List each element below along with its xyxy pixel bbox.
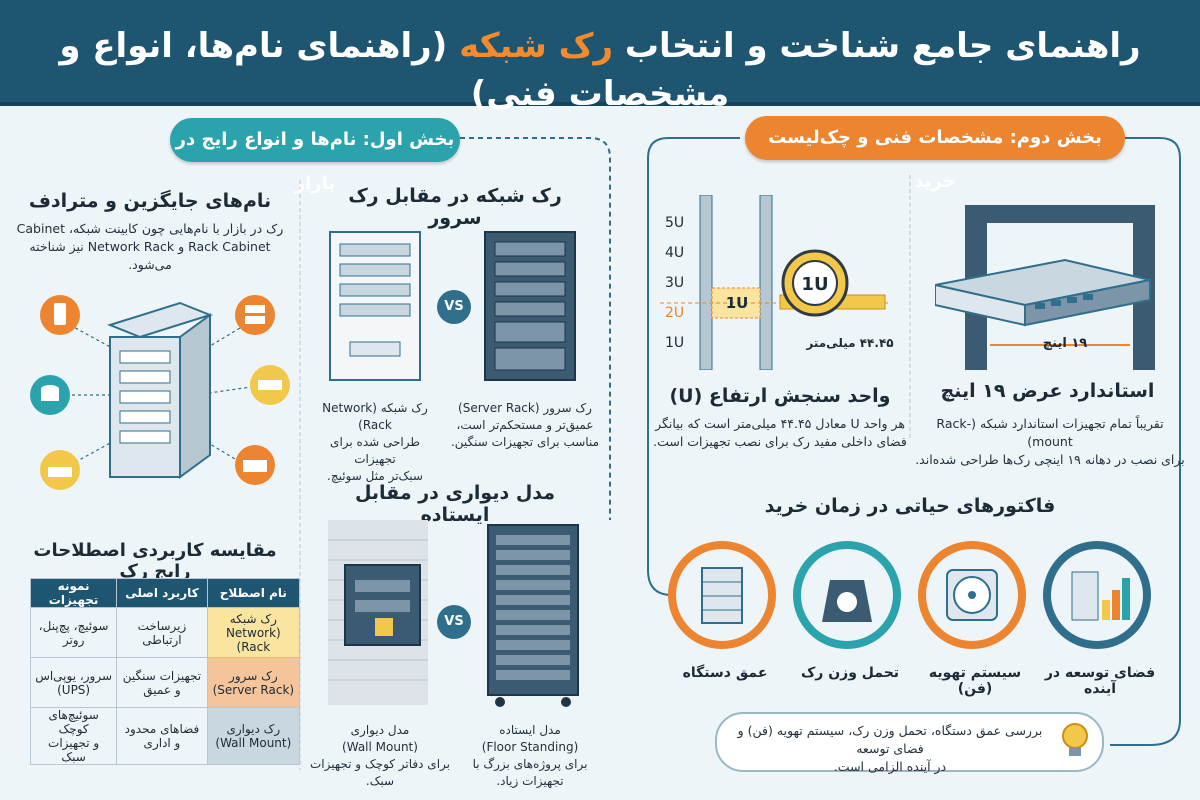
- callout-text-1: بررسی عمق دستگاه، تحمل وزن رک، سیستم تهو…: [737, 723, 1043, 756]
- server-rack-caption-1: رک سرور (Server Rack): [458, 401, 592, 415]
- wall-mount-caption-1: مدل دیواری: [350, 723, 410, 737]
- u-label-5: 5U: [665, 215, 685, 231]
- wall-vs-floor-heading: مدل دیواری در مقابل ایستاده: [354, 482, 556, 526]
- table-row: رک شبکه(Network Rack) زیرساخت ارتباطی سو…: [29, 607, 301, 658]
- callout-text-2: در آینده الزامی است.: [833, 759, 947, 774]
- section1-pill: بخش اول: نام‌ها و انواع رایج در بازار: [170, 118, 460, 194]
- table-cell-term: رک سرور(Server Rack): [206, 657, 301, 708]
- width-text-2: برای نصب در دهانه ۱۹ اینچی رک‌ها طراحی ش…: [915, 452, 1185, 467]
- tape-measure-label: 1U: [801, 274, 829, 295]
- table-header-term: نام اصطلاح: [206, 578, 301, 608]
- table-header-row: نام اصطلاح کاربرد اصلی نمونه تجهیزات: [29, 578, 301, 608]
- vs-badge-2: VS: [437, 605, 471, 639]
- rack-unit-illustration: [660, 195, 890, 370]
- factors-heading: فاکتورهای حیاتی در زمان خرید: [764, 495, 1056, 517]
- title-highlight: رک شبکه: [459, 26, 614, 66]
- table-header-example: نمونه تجهیزات: [29, 578, 118, 608]
- network-rack-caption-2: طراحی شده برای تجهیزات: [330, 435, 420, 466]
- factor-label-weight: تحمل وزن رک: [800, 665, 900, 681]
- factor-label-depth: عمق دستگاه: [682, 665, 768, 681]
- depth-icon: [701, 567, 743, 624]
- u-label-3: 3U: [665, 275, 685, 291]
- floor-standing-illustration: [487, 524, 579, 707]
- network-vs-server-heading: رک شبکه در مقابل رک سرور: [348, 185, 562, 229]
- network-rack-illustration: [329, 231, 421, 381]
- growth-icon: [1071, 571, 1130, 621]
- rack-synonyms-illustration: [30, 295, 290, 490]
- summary-callout: [715, 712, 1104, 772]
- lightbulb-icon: [1062, 723, 1088, 756]
- nineteen-inch-rack-illustration: [935, 205, 1155, 370]
- floor-standing-caption-3: برای پروژه‌های بزرگ با تجهیزات زیاد.: [472, 757, 588, 788]
- factor-label-ventilation: سیستم تهویه (فن): [928, 665, 1022, 697]
- comparison-table: نام اصطلاح کاربرد اصلی نمونه تجهیزات رک …: [29, 578, 301, 765]
- synonyms-heading: نام‌های جایگزین و مترادف: [28, 190, 272, 212]
- u-measure-value: ۴۴.۴۵ میلی‌متر: [806, 336, 894, 350]
- page-title: راهنمای جامع شناخت و انتخاب رک شبکه (راه…: [59, 26, 1141, 114]
- width-measure-value: ۱۹ اینچ: [1042, 336, 1088, 351]
- section2-pill: بخش دوم: مشخصات فنی و چک‌لیست خرید: [745, 116, 1125, 192]
- table-cell-term: رک شبکه(Network Rack): [206, 607, 301, 658]
- u-label-1: 1U: [665, 335, 685, 351]
- synonyms-text-line2: Rack Cabinet و Network Rack نیز شناخته م…: [29, 239, 271, 272]
- fan-icon: [946, 569, 998, 621]
- width-heading: استاندارد عرض ۱۹ اینچ: [940, 380, 1155, 402]
- server-rack-caption-3: مناسب برای تجهیزات سنگین.: [450, 435, 600, 449]
- network-rack-caption-3: سبک‌تر مثل سوئیچ.: [327, 469, 423, 483]
- width-text-1: تقریباً تمام تجهیزات استاندارد شبکه (Rac…: [936, 416, 1164, 449]
- table-cell-term: رک دیواری(Wall Mount): [206, 707, 301, 765]
- unit-heading: واحد سنجش ارتفاع (U): [669, 385, 891, 407]
- floor-standing-caption-1: مدل ایستاده: [499, 723, 561, 737]
- unit-text-1: هر واحد U معادل ۴۴.۴۵ میلی‌متر است که بی…: [655, 416, 905, 431]
- synonyms-text-line1: رک در بازار با نام‌هایی چون کابینت شبکه،…: [16, 221, 284, 236]
- floor-standing-caption-2: (Floor Standing): [481, 740, 579, 754]
- u-box-label: 1U: [725, 294, 749, 312]
- network-rack-caption-1: رک شبکه (Network Rack): [322, 401, 428, 432]
- table-header-use: کاربرد اصلی: [116, 578, 208, 608]
- server-icon: [235, 295, 275, 335]
- table-cell-example: سرور، یوپی‌اس(UPS): [29, 657, 118, 708]
- u-label-4: 4U: [665, 245, 685, 261]
- wall-mount-caption-2: (Wall Mount): [342, 740, 418, 754]
- wall-mount-illustration: [328, 520, 428, 705]
- factors-ring-illustration: [668, 541, 1151, 649]
- header-bar: [0, 0, 1200, 106]
- unit-text-2: فضای داخلی مفید رک برای نصب تجهیزات است.: [653, 434, 907, 449]
- weight-icon: [822, 580, 872, 622]
- server-rack-caption-2: عمیق‌تر و مستحکم‌تر است،: [456, 418, 594, 432]
- u-label-2: 2U: [665, 305, 685, 321]
- server-rack-illustration: [484, 231, 576, 381]
- factor-label-expansion: فضای توسعه در آینده: [1044, 665, 1156, 697]
- table-cell-use: زیرساخت ارتباطی: [116, 607, 208, 658]
- comparison-table-heading: مقایسه کاربردی اصطلاحات رایج رک: [33, 540, 277, 582]
- u-scale-labels: 5U 4U 3U 2U 1U: [665, 208, 695, 358]
- wall-mount-caption-3: برای دفاتر کوچک و تجهیزات سبک.: [310, 757, 450, 788]
- vs-badge-1: VS: [437, 290, 471, 324]
- table-cell-example: سوئیچ، پچ‌پنل،روتر: [29, 607, 118, 658]
